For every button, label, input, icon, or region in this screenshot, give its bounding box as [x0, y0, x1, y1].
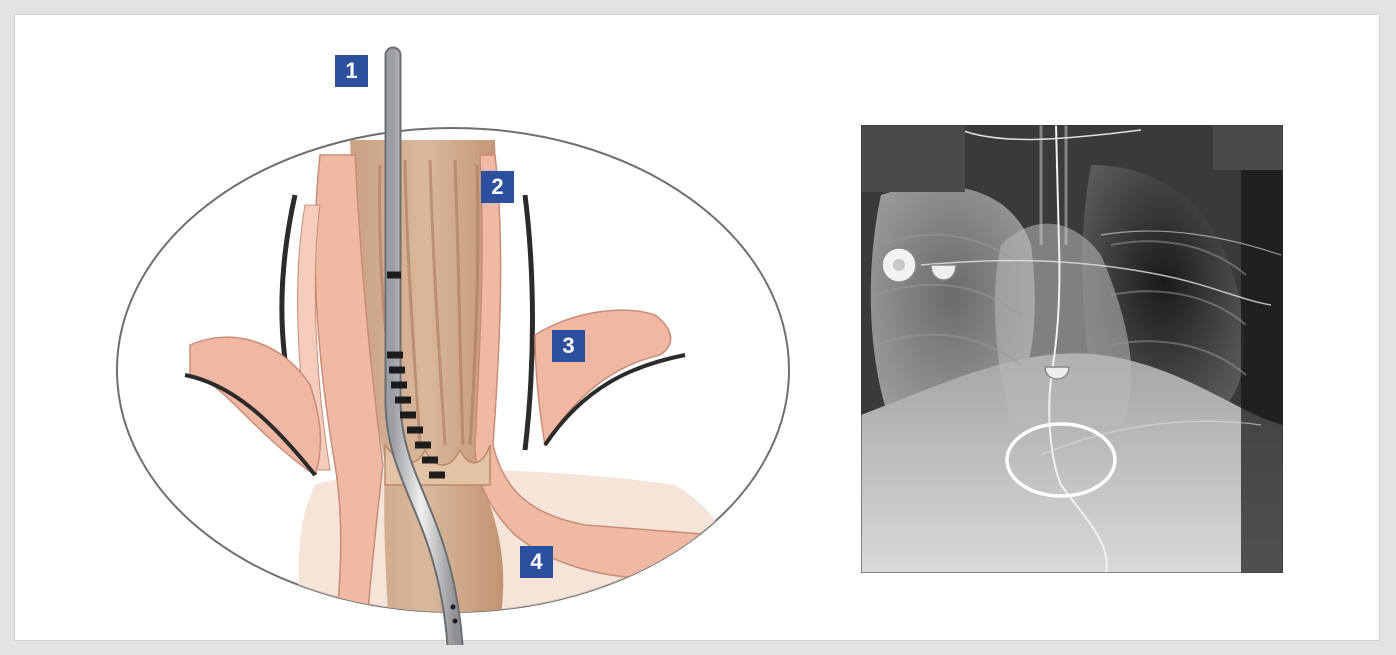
callout-badge-3: 3: [552, 330, 585, 362]
callout-badge-2: 2: [481, 171, 514, 203]
figure-panel: 1 2 3 4: [14, 14, 1380, 641]
redaction-box: [1213, 125, 1283, 170]
callout-badge-4: 4: [520, 546, 553, 578]
chest-radiograph: [861, 125, 1283, 573]
callout-badge-1: 1: [335, 55, 368, 87]
redaction-box: [861, 125, 965, 192]
anatomical-illustration: [115, 45, 815, 645]
